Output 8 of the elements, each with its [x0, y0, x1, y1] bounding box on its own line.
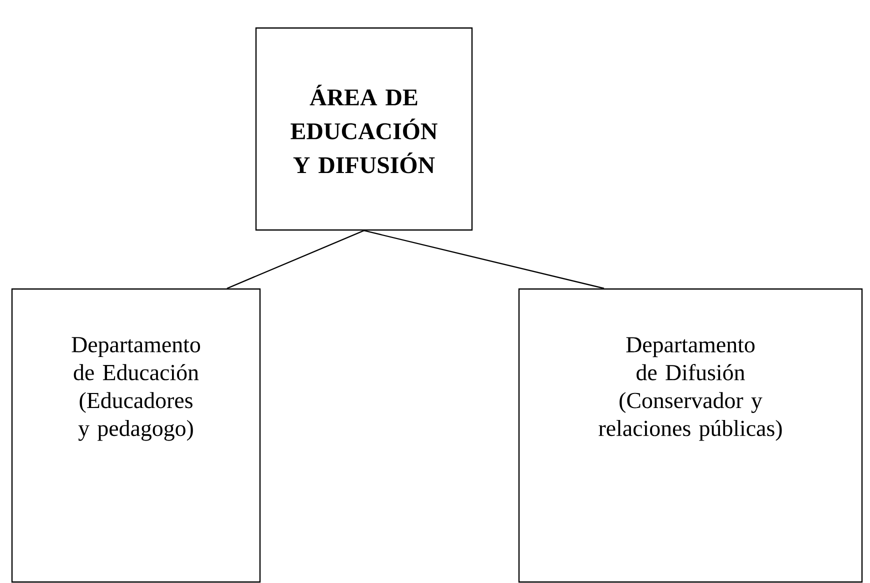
connector-line	[226, 230, 364, 289]
connector-line	[364, 230, 604, 289]
department-box	[11, 288, 261, 583]
box-text: Departamento de Difusión (Conservador y relaciones públicas)	[598, 337, 782, 441]
area-box	[255, 27, 473, 231]
department-box	[518, 288, 863, 583]
box-text: Departamento de Educación (Educadores y pedagogo)	[72, 337, 200, 441]
box-text: ÁREA DE EDUCACIÓN Y DIFUSIÓN	[290, 84, 438, 174]
